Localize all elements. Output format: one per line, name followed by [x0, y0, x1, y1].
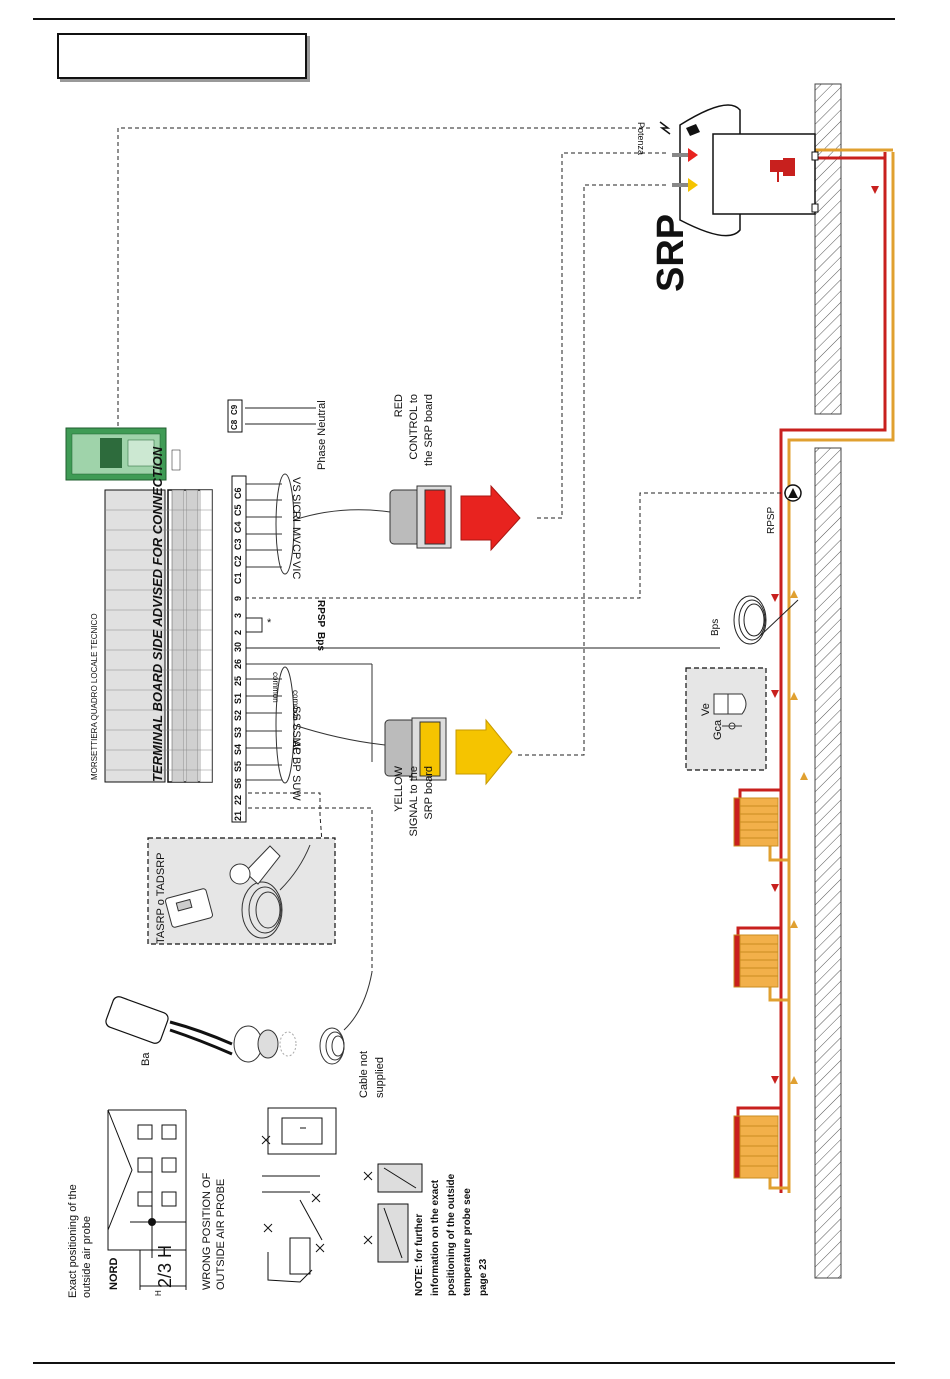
- terminal-label: S5: [233, 760, 243, 772]
- wire-label-vic: VIC: [290, 561, 302, 580]
- terminal-label: 2: [233, 629, 243, 635]
- terminal-label: C5: [233, 504, 243, 516]
- wire-label-mv: MV: [290, 527, 302, 544]
- terminal-label: 21: [233, 810, 243, 821]
- phase-neutral-label: Phase Neutral: [316, 400, 328, 470]
- terminal-label: C3: [233, 538, 243, 550]
- terminal-label: C6: [233, 487, 243, 499]
- thermostat-device-icon: [165, 888, 213, 928]
- wire-label-sic: SIC: [290, 494, 302, 513]
- ve-gca-panel: [685, 667, 767, 771]
- terminal-label: 26: [233, 658, 243, 669]
- terminal-label: 9: [233, 595, 243, 601]
- probe-exact-position-title: Exact positioning of the outside air pro…: [67, 1184, 93, 1298]
- thermostat-sensor-icon: [229, 845, 281, 885]
- terminal-board-header: MORSETTIERA QUADRO LOCALE TECNICO: [90, 613, 99, 780]
- mini-terminal-label: C9: [230, 404, 239, 415]
- srp-unit: [679, 104, 819, 237]
- terminal-label: 3: [233, 612, 243, 618]
- terminal-label: 22: [233, 794, 243, 805]
- note-label: NOTE: [414, 1268, 425, 1296]
- probe-note: NOTE: for further information on the exa…: [412, 1166, 492, 1296]
- potenza-label: Potenza: [636, 122, 646, 156]
- thermostat-label: TASRP o TADSRP: [155, 852, 167, 945]
- expansion-vessel-icon: [713, 693, 747, 730]
- potenza-lightning-icon: [659, 121, 671, 135]
- wall-upper: [814, 83, 842, 415]
- terminal-board-grid: [105, 509, 212, 771]
- cable-not-supplied-label: Cable not supplied: [358, 1050, 386, 1098]
- probe-position-dot: [148, 1218, 156, 1226]
- circulator-pump-icon: [784, 484, 802, 502]
- terminal-board: [104, 399, 247, 823]
- control-panel-image: [65, 427, 167, 481]
- terminal-label: C4: [233, 521, 243, 533]
- red-connector: [389, 484, 521, 552]
- srp-label: SRP: [650, 213, 692, 292]
- wire-label-bp: BP: [290, 757, 302, 772]
- wire-label-ri: RI: [290, 511, 302, 522]
- srp-connectors: [672, 124, 700, 192]
- cable-bundle-right: [245, 473, 391, 575]
- height-fraction-label: 2/3 H: [155, 1244, 175, 1288]
- red-connector-label: RED CONTROL to the SRP board: [393, 394, 435, 466]
- terminal-label: C2: [233, 555, 243, 567]
- mini-terminal-label: C8: [230, 419, 239, 430]
- bps-probe-coil-icon: [733, 595, 799, 645]
- thermostat-probe-coil-icon: [241, 844, 311, 939]
- terminal-label: 30: [233, 641, 243, 652]
- wall-lower: [814, 447, 842, 1279]
- wire-label-common-2: common: [271, 672, 280, 703]
- ve-label: Ve: [700, 703, 712, 716]
- terminal-label: S3: [233, 726, 243, 738]
- bottom-rule: [33, 1362, 895, 1364]
- flow-arrows: [771, 186, 879, 1084]
- outside-probe-icon: [105, 996, 297, 1063]
- bps-wire-label: Bps: [315, 632, 326, 651]
- wrong-position-title: WRONG POSITION OF OUTSIDE AIR PROBE: [201, 1172, 227, 1290]
- ba-label: Ba: [140, 1052, 152, 1066]
- wiring-lines: [117, 127, 785, 972]
- wire-label-vs: VS: [290, 477, 302, 492]
- thermostat-panel: [147, 837, 336, 945]
- house-sketch: [107, 1109, 187, 1290]
- radiator-2: [733, 934, 779, 988]
- wire-label-common-1: common: [291, 690, 300, 721]
- terminal-label: S2: [233, 709, 243, 721]
- cable-bundle-left: [245, 663, 386, 784]
- yellow-connector-label: YELLOW SIGNAL to the SRP board: [393, 766, 435, 837]
- height-label: H: [154, 1290, 163, 1296]
- wrong-position-sketches: [261, 1107, 423, 1283]
- top-rule: [33, 18, 895, 20]
- asterisk-label: *: [267, 617, 272, 629]
- cable-coil-icon: [319, 971, 373, 1065]
- wire-label-suw: SUW: [290, 775, 302, 801]
- terminal-label: 25: [233, 675, 243, 686]
- terminal-label: S6: [233, 777, 243, 789]
- wire-label-cp: CP: [290, 544, 302, 560]
- radiator-1: [733, 797, 779, 847]
- note-text: : for further information on the exact p…: [414, 1173, 489, 1296]
- rpsp-wire-label: RPSP: [315, 600, 326, 628]
- terminal-board-title: TERMINAL BOARD SIDE ADVISED FOR CONNECTI…: [150, 446, 165, 782]
- yellow-connector: [384, 717, 513, 786]
- rpsp-pump-label: RPSP: [766, 506, 777, 534]
- bps-probe-label: Bps: [710, 618, 721, 636]
- terminal-label: S1: [233, 692, 243, 704]
- nord-label: NORD: [108, 1257, 120, 1290]
- terminal-label: S4: [233, 743, 243, 755]
- section-heading-box: [57, 33, 307, 79]
- radiator-3: [733, 1115, 779, 1179]
- wire-label-ssmc: SSMC: [290, 723, 302, 755]
- gca-label: Gca: [712, 719, 724, 740]
- terminal-label: C1: [233, 572, 243, 584]
- heating-pipes: [736, 148, 895, 1193]
